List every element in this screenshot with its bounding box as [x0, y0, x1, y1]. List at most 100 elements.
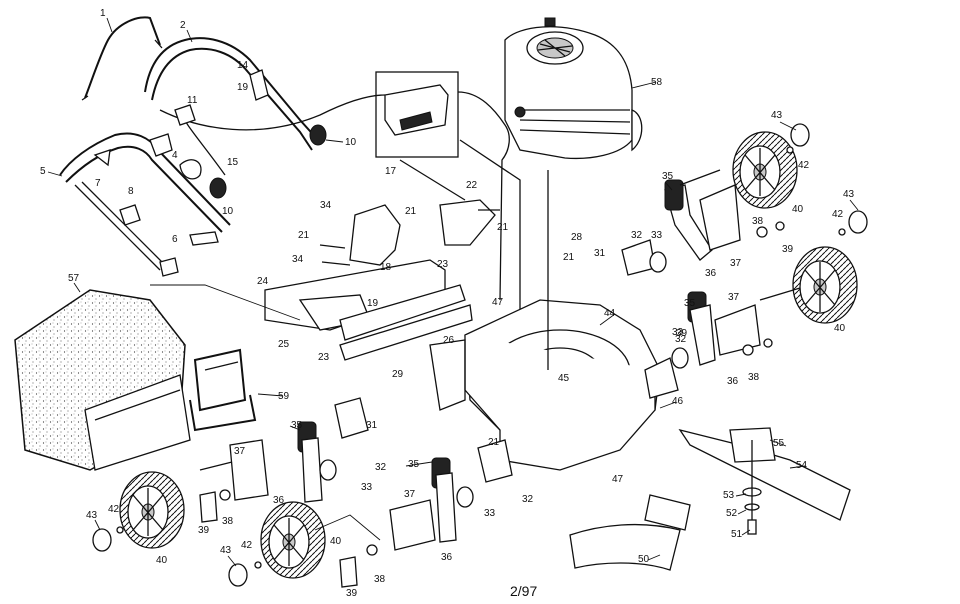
wheel-middle-right — [792, 210, 868, 324]
part-label: 39 — [198, 525, 210, 536]
part-label: 21 — [488, 437, 500, 448]
part-label: 35 — [684, 298, 696, 309]
part-label: 35 — [291, 420, 303, 431]
part-label: 43 — [86, 510, 98, 521]
part-label: 21 — [497, 222, 509, 233]
part-label: 38 — [748, 372, 760, 383]
part-label: 14 — [237, 60, 249, 71]
part-label: 36 — [727, 376, 739, 387]
part-label: 40 — [156, 555, 168, 566]
part-label: 22 — [466, 180, 478, 191]
part-label: 1 — [100, 8, 106, 19]
part-label: 42 — [798, 160, 810, 171]
part-label: 25 — [278, 339, 290, 350]
part-label: 37 — [404, 489, 416, 500]
part-label: 57 — [68, 273, 80, 284]
part-label: 32 — [375, 462, 387, 473]
part-label: 32 — [631, 230, 643, 241]
part-label: 19 — [367, 298, 379, 309]
part-label: 10 — [345, 137, 357, 148]
part-label: 40 — [834, 323, 846, 334]
grass-catcher-bag — [14, 289, 191, 471]
part-label: 50 — [638, 554, 650, 565]
part-label: 32 — [675, 334, 687, 345]
part-label: 53 — [723, 490, 735, 501]
part-label: 37 — [234, 446, 246, 457]
part-label: 42 — [241, 540, 253, 551]
part-label: 29 — [392, 369, 404, 380]
part-label: 19 — [237, 82, 249, 93]
part-label: 37 — [728, 292, 740, 303]
part-label: 34 — [292, 254, 304, 265]
handle-hardware — [93, 69, 327, 277]
wheel-bottom-center — [228, 501, 381, 588]
part-label: 32 — [522, 494, 534, 505]
part-label: 43 — [771, 110, 783, 121]
part-label: 10 — [222, 206, 234, 217]
height-adjuster-upper-right — [621, 169, 741, 276]
part-label: 15 — [227, 157, 239, 168]
revision-label: 2/97 — [510, 583, 537, 599]
part-label: 59 — [278, 391, 290, 402]
part-label: 21 — [405, 206, 417, 217]
part-label: 40 — [792, 204, 804, 215]
part-label: 21 — [298, 230, 310, 241]
part-label: 33 — [361, 482, 373, 493]
part-label: 36 — [705, 268, 717, 279]
part-label: 38 — [374, 574, 386, 585]
upper-handle-1 — [81, 16, 163, 101]
leader-lines — [47, 17, 859, 567]
part-label: 37 — [730, 258, 742, 269]
part-label: 8 — [128, 186, 134, 197]
part-label: 45 — [558, 373, 570, 384]
catcher-frame — [189, 348, 257, 432]
part-label: 11 — [187, 95, 198, 106]
part-label: 47 — [612, 474, 624, 485]
part-label: 6 — [172, 234, 178, 245]
part-label: 18 — [380, 262, 392, 273]
engine — [504, 17, 643, 160]
rear-bracket-22 — [439, 199, 500, 246]
part-label: 51 — [731, 529, 743, 540]
wheel-lower-left — [92, 471, 218, 552]
part-label: 38 — [222, 516, 234, 527]
bracket-18 — [319, 204, 401, 266]
part-label: 2 — [180, 20, 186, 31]
part-label: 33 — [651, 230, 663, 241]
part-label: 35 — [662, 171, 674, 182]
height-adjuster-lower-right — [644, 221, 801, 399]
part-label: 43 — [220, 545, 232, 556]
part-label: 39 — [676, 328, 688, 339]
part-label: 36 — [273, 495, 285, 506]
part-label: 4 — [172, 150, 178, 161]
part-label: 58 — [651, 77, 663, 88]
part-label: 42 — [108, 504, 120, 515]
part-label: 36 — [441, 552, 453, 563]
part-label: 33 — [484, 508, 496, 519]
part-label: 7 — [95, 178, 101, 189]
part-label: 44 — [604, 308, 616, 319]
part-label: 52 — [726, 508, 738, 519]
part-label: 21 — [563, 252, 575, 263]
height-adjuster-center — [366, 439, 513, 556]
blade-assembly — [678, 427, 851, 535]
part-label: 28 — [571, 232, 583, 243]
control-bracket-17 — [375, 71, 459, 158]
control-cable — [159, 94, 386, 131]
part-label: 38 — [752, 216, 764, 227]
part-label: 39 — [782, 244, 794, 255]
throttle-cable — [457, 91, 510, 301]
part-label: 5 — [40, 166, 46, 177]
part-label: 24 — [257, 276, 269, 287]
part-label: 34 — [320, 200, 332, 211]
part-label: 43 — [843, 189, 855, 200]
part-label: 17 — [385, 166, 397, 177]
baffle-50 — [569, 494, 691, 571]
part-label: 40 — [330, 536, 342, 547]
part-label: 33 — [672, 327, 684, 338]
part-label: 39 — [346, 588, 358, 599]
part-label: 31 — [366, 420, 378, 431]
mounting-lines — [399, 139, 521, 320]
part-label: 54 — [796, 460, 808, 471]
